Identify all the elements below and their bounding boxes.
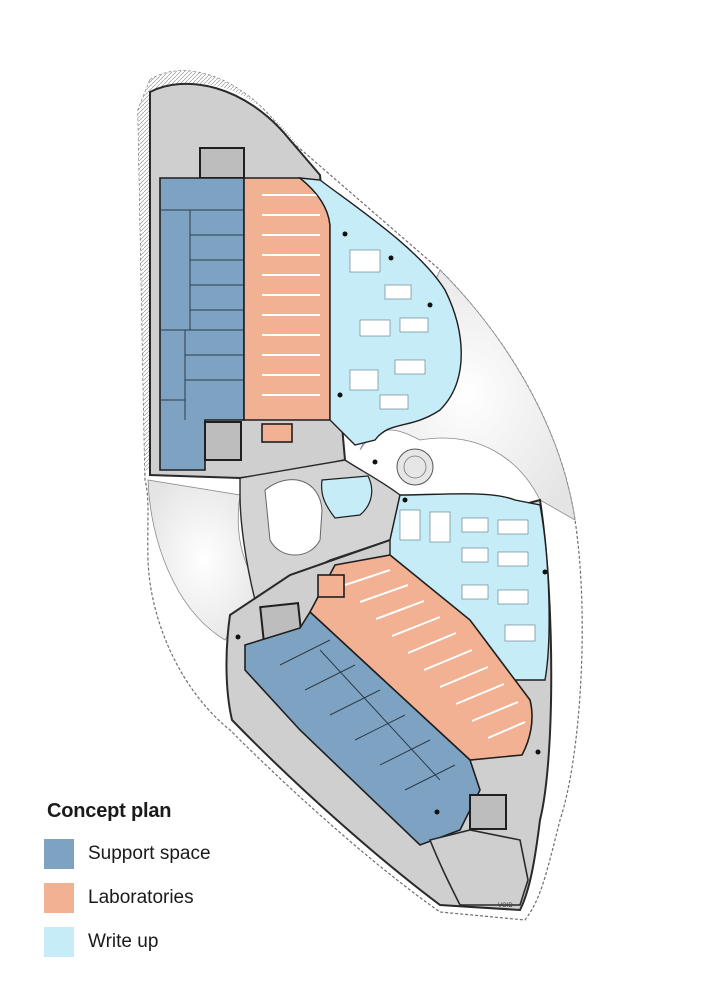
north-lift-core — [204, 421, 242, 461]
south-tip — [428, 829, 529, 906]
legend-swatch-laboratories — [44, 883, 74, 913]
write-up-north-desks — [349, 249, 429, 410]
structural-columns — [235, 231, 548, 815]
legend-swatch-support-space — [44, 839, 74, 869]
south-service-riser — [317, 574, 345, 598]
legend: Concept plan Support space Laboratories … — [44, 800, 304, 971]
legend-label-laboratories: Laboratories — [88, 887, 194, 908]
write-up-south-desks — [399, 509, 536, 642]
legend-title: Concept plan — [47, 800, 172, 822]
north-service-riser — [261, 423, 293, 443]
laboratories-south — [309, 554, 533, 761]
support-space-south-rooms — [279, 639, 456, 791]
meeting-pod — [264, 479, 323, 556]
legend-label-support-space: Support space — [88, 843, 211, 864]
atrium-void-west — [147, 479, 261, 641]
lab-benches-north — [262, 194, 320, 396]
feature-stair — [396, 448, 434, 486]
legend-label-write-up: Write up — [88, 931, 159, 952]
lab-benches-south — [344, 569, 526, 739]
legend-item-laboratories: Laboratories — [44, 883, 304, 913]
write-up-north — [297, 177, 462, 446]
legend-item-support-space: Support space — [44, 839, 304, 869]
meeting-pod-east — [320, 475, 373, 519]
support-space-north-rooms — [160, 209, 244, 420]
legend-item-write-up: Write up — [44, 927, 304, 957]
north-core — [199, 147, 245, 179]
void-label: VOID — [498, 903, 513, 909]
south-core — [469, 794, 507, 830]
legend-swatch-write-up — [44, 927, 74, 957]
